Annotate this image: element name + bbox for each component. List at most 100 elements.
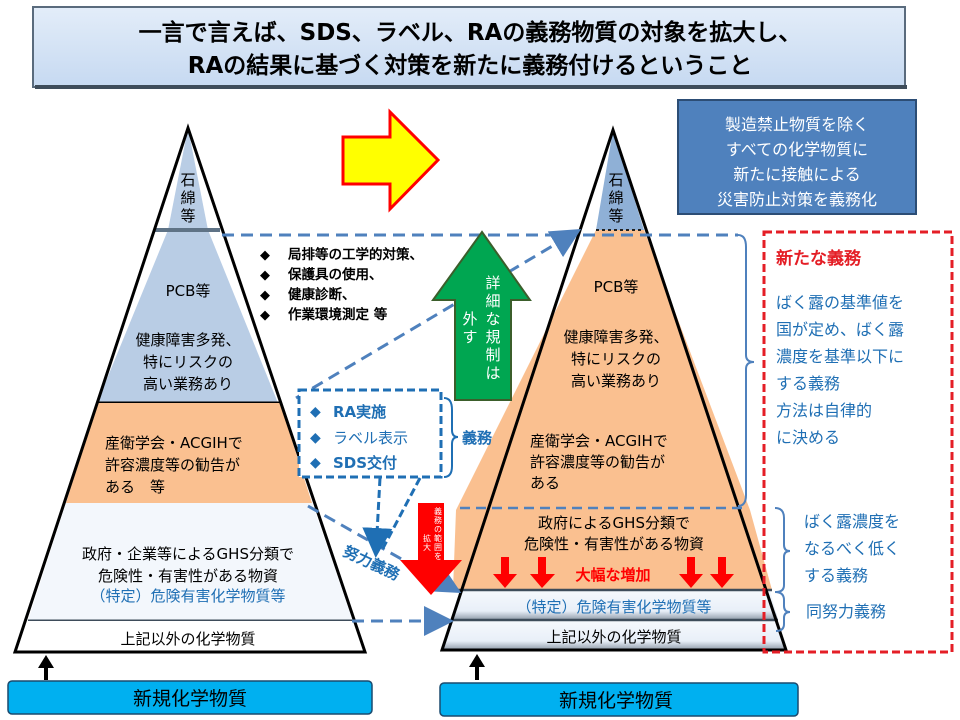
brace-upper-icon bbox=[737, 234, 755, 507]
right-ghs-2: 危険性・有害性がある物資 bbox=[524, 535, 704, 553]
right-asbestos-2: 綿 bbox=[608, 189, 623, 207]
new-obligation-text: 国が定め、ばく露 bbox=[776, 320, 904, 339]
right-high-risk-1: 健康障害多発、 bbox=[563, 328, 668, 346]
left-tier-pcb bbox=[97, 230, 278, 403]
effort-obligation-text: 同努力義務 bbox=[806, 602, 886, 621]
header-line-2: RAの結果に基づく対策を新たに義務付けるということ bbox=[188, 52, 753, 79]
increase-arrows bbox=[493, 557, 734, 588]
green-arrow-text: は bbox=[485, 364, 500, 382]
header-banner: 一言で言えば、SDS、ラベル、RAの義務物質の対象を拡大し、 RAの結果に基づく… bbox=[32, 6, 907, 89]
left-asbestos-3: 等 bbox=[180, 207, 195, 225]
green-arrow-text: な bbox=[485, 310, 500, 328]
measure-bullet-3: ◆ bbox=[260, 288, 270, 303]
right-pyramid: 石 綿 等 PCB等 健康障害多発、 特にリスクの 高い業務あり 産衛学会・AC… bbox=[439, 125, 789, 652]
obligation-label: 義務 bbox=[462, 429, 493, 447]
exposure-reduction-text: なるべく低く bbox=[804, 539, 900, 558]
red-arrow-text: 義 bbox=[434, 506, 442, 516]
right-high-risk-3: 高い業務あり bbox=[571, 372, 661, 390]
left-specified: （特定）危険有害化学物質等 bbox=[90, 587, 285, 605]
red-arrow-text: の bbox=[434, 525, 442, 534]
right-asbestos-1: 石 bbox=[608, 171, 623, 189]
effort-label: 努力義務 bbox=[340, 542, 403, 584]
right-ghs-1: 政府によるGHS分類で bbox=[538, 514, 690, 532]
left-acgih-1: 産衛学会・ACGIHで bbox=[105, 434, 243, 452]
brace-lower-icon bbox=[774, 591, 791, 632]
new-obligation-text: 方法は自律的 bbox=[776, 401, 872, 420]
obligation-box: ◆ RA実施 ◆ ラベル表示 ◆ SDS交付 義務 bbox=[297, 388, 493, 558]
green-arrow-text: す bbox=[462, 328, 477, 346]
left-tier-other bbox=[15, 621, 365, 652]
down-arrow-icon bbox=[530, 557, 555, 588]
left-asbestos-1: 石 bbox=[180, 171, 195, 189]
left-tier-asbestos bbox=[168, 128, 208, 230]
obligation-item-label: ラベル表示 bbox=[333, 429, 408, 447]
green-arrow-text: 細 bbox=[485, 292, 500, 310]
red-arrow-text: を bbox=[434, 552, 442, 561]
obligation-bullet-3: ◆ bbox=[310, 455, 321, 471]
new-obligation-text: ばく露の基準値を bbox=[776, 293, 904, 312]
obligation-item-sds: SDS交付 bbox=[333, 454, 397, 472]
info-line-2: すべての化学物質に bbox=[726, 140, 868, 159]
green-arrow-text: 詳 bbox=[485, 274, 500, 292]
right-acgih-3: ある bbox=[530, 474, 560, 492]
red-arrow-text: 囲 bbox=[434, 543, 442, 552]
red-arrow-text: 拡 bbox=[423, 533, 431, 543]
right-high-risk-2: 特にリスクの bbox=[571, 350, 661, 368]
right-asbestos-3: 等 bbox=[608, 207, 623, 225]
down-arrow-icon bbox=[679, 557, 703, 588]
left-high-risk-3: 高い業務あり bbox=[143, 375, 233, 393]
measure-item-2: 保護具の使用、 bbox=[287, 266, 383, 283]
exposure-reduction-text: ばく露濃度を bbox=[804, 512, 900, 531]
right-new-substance-box: 新規化学物質 bbox=[439, 682, 799, 717]
new-obligation-title: 新たな義務 bbox=[776, 248, 862, 269]
measure-bullet-1: ◆ bbox=[260, 248, 270, 263]
right-other: 上記以外の化学物質 bbox=[546, 628, 681, 646]
right-pcb: PCB等 bbox=[594, 278, 639, 296]
exposure-reduction-text: する義務 bbox=[804, 566, 868, 585]
right-specified: （特定）危険有害化学物質等 bbox=[516, 598, 711, 616]
measures-list: ◆ 局排等の工学的対策、 ◆ 保護具の使用、 ◆ 健康診断、 ◆ 作業環境測定 … bbox=[260, 246, 423, 323]
left-acgih-3: ある 等 bbox=[105, 478, 165, 496]
left-tier-acgih bbox=[66, 403, 312, 503]
new-obligation-box: 新たな義務 ばく露の基準値を 国が定め、ばく露 濃度を基準以下に する義務 方法… bbox=[762, 230, 954, 654]
brace-middle-icon bbox=[774, 507, 791, 593]
green-arrow-text: 規 bbox=[485, 328, 500, 346]
right-tier-pcb-acgih bbox=[456, 230, 750, 510]
measure-item-3: 健康診断、 bbox=[288, 286, 356, 303]
measure-item-4: 作業環境測定 等 bbox=[288, 306, 388, 323]
obligation-brace-icon bbox=[443, 397, 459, 478]
red-arrow-text: 大 bbox=[423, 542, 431, 552]
green-arrow-text: 外 bbox=[462, 310, 477, 328]
left-pcb: PCB等 bbox=[166, 282, 211, 300]
obligation-bullet-2: ◆ bbox=[310, 430, 321, 446]
red-down-arrow: 義 務 の 範 囲 を 拡 大 bbox=[400, 503, 462, 595]
info-line-1: 製造禁止物質を除く bbox=[725, 115, 869, 134]
measure-item-1: 局排等の工学的対策、 bbox=[288, 246, 423, 263]
measure-bullet-4: ◆ bbox=[260, 308, 270, 323]
left-pyramid: 石 綿 等 PCB等 健康障害多発、 特にリスクの 高い業務あり 産衛学会・AC… bbox=[12, 123, 368, 654]
info-line-4: 災害防止対策を義務化 bbox=[717, 190, 877, 209]
red-arrow-text: 範 bbox=[434, 533, 442, 543]
green-arrow-text: 制 bbox=[485, 346, 500, 364]
right-tier-asbestos bbox=[596, 130, 644, 230]
obligation-item-ra: RA実施 bbox=[333, 403, 386, 421]
right-new-substance: 新規化学物質 bbox=[559, 690, 673, 712]
new-obligation-text: に決める bbox=[776, 428, 840, 447]
left-ghs-1: 政府・企業等によるGHS分類で bbox=[82, 545, 294, 563]
info-line-3: 新たに接触による bbox=[733, 165, 861, 184]
left-high-risk-1: 健康障害多発、 bbox=[135, 331, 240, 349]
right-acgih-2: 許容濃度等の勧告が bbox=[530, 453, 665, 471]
new-obligation-text: 濃度を基準以下に bbox=[776, 347, 904, 366]
right-tier-other bbox=[442, 620, 786, 650]
left-new-substance: 新規化学物質 bbox=[133, 688, 247, 710]
down-arrow-icon bbox=[710, 557, 734, 588]
right-tier-specified bbox=[451, 590, 778, 620]
transition-arrow-icon bbox=[341, 108, 441, 213]
down-arrow-icon bbox=[493, 557, 517, 588]
new-obligation-text: する義務 bbox=[776, 374, 840, 393]
left-high-risk-2: 特にリスクの bbox=[143, 353, 233, 371]
green-up-arrow: 詳 細 な 規 制 は 外 す bbox=[431, 230, 532, 401]
left-tier-ghs bbox=[28, 503, 353, 621]
increase-label: 大幅な増加 bbox=[575, 566, 650, 584]
